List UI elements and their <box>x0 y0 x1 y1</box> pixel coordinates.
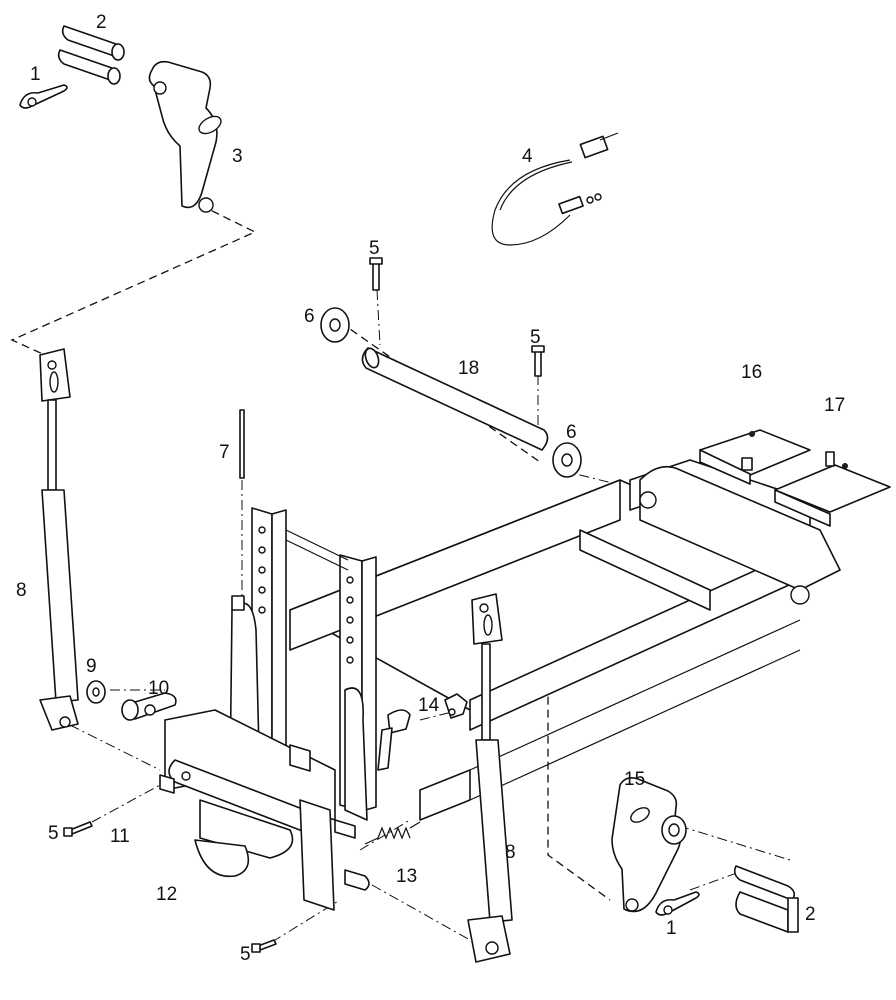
hook-arm-top <box>148 60 222 213</box>
callout-7: 7 <box>219 442 230 463</box>
callout-6-right: 6 <box>566 422 577 443</box>
mounting-plate-16 <box>699 429 811 485</box>
pins-lower <box>733 865 799 933</box>
gas-strut-left <box>39 348 79 731</box>
callout-5-lower-center: 5 <box>240 944 251 965</box>
callout-1-top: 1 <box>30 64 41 85</box>
bracket-10 <box>121 692 177 721</box>
callout-5-lower-left: 5 <box>48 823 59 844</box>
spring <box>364 821 421 845</box>
callout-18: 18 <box>458 358 479 379</box>
callout-14: 14 <box>418 695 440 716</box>
callout-15: 15 <box>624 769 645 790</box>
callout-9: 9 <box>86 656 97 677</box>
callout-5-shaft-left: 5 <box>369 238 380 259</box>
callout-2-top: 2 <box>96 12 107 33</box>
callout-8-left: 8 <box>16 580 27 601</box>
callout-labels: 1 2 3 4 5 6 5 18 16 17 6 7 8 9 10 14 15 … <box>16 12 845 965</box>
callout-12: 12 <box>156 884 177 905</box>
bolt-upper-right <box>531 345 545 377</box>
bolt-upper-left <box>369 257 383 291</box>
lynch-pin-lower <box>655 891 700 916</box>
callout-17: 17 <box>824 395 845 416</box>
washer-left <box>320 307 350 343</box>
callout-5-shaft-right: 5 <box>530 327 541 348</box>
long-pin <box>239 409 245 479</box>
callout-2-lower: 2 <box>805 904 816 925</box>
mounting-plate-17 <box>774 451 891 527</box>
washer-right <box>552 442 582 478</box>
hitch-assembly <box>159 709 370 911</box>
bowden-cable <box>491 132 619 246</box>
callout-16: 16 <box>741 362 762 383</box>
hook-arm-lower <box>611 777 687 913</box>
latch-catch <box>377 693 468 771</box>
callout-11: 11 <box>110 826 130 847</box>
lifting-carriage <box>229 507 377 821</box>
callout-6-left: 6 <box>304 306 315 327</box>
bolt-lower-center <box>251 939 277 953</box>
bolt-lower-left <box>63 821 93 837</box>
gas-strut-right <box>467 593 513 963</box>
callout-10: 10 <box>148 678 169 699</box>
main-frame <box>289 459 841 821</box>
pins-top <box>57 25 125 85</box>
washer-9 <box>86 680 106 704</box>
callout-8-right: 8 <box>505 842 516 863</box>
callout-1-lower: 1 <box>666 918 677 939</box>
callout-13: 13 <box>396 866 417 887</box>
cross-shaft <box>361 347 549 451</box>
lynch-pin-top <box>19 84 68 109</box>
callout-3: 3 <box>232 146 243 167</box>
callout-4: 4 <box>522 146 533 167</box>
